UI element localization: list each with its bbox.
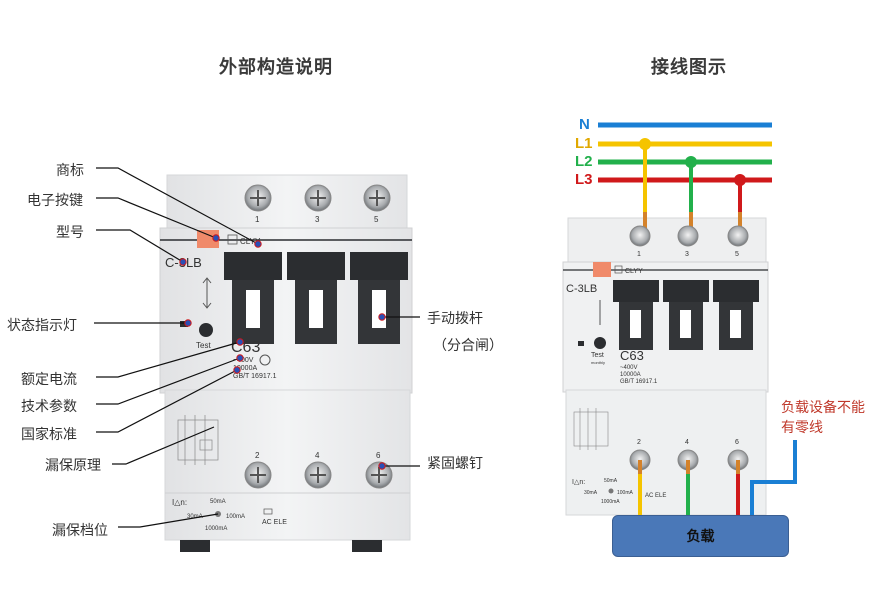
terminal-top-1: 1 (255, 215, 260, 224)
svg-text:30mA: 30mA (584, 490, 598, 496)
callout-national-standard: 国家标准 (21, 427, 77, 443)
callout-leakage-level: 漏保档位 (52, 523, 108, 539)
line-label-n: N (579, 116, 590, 133)
callout-manual-lever: 手动拨杆 (427, 311, 483, 327)
heading-external-structure: 外部构造说明 (219, 57, 333, 78)
svg-text:AC ELE: AC ELE (645, 493, 666, 499)
svg-text:100mA: 100mA (617, 490, 634, 496)
line-label-l2: L2 (575, 153, 593, 170)
svg-text:GB/T 16917.1: GB/T 16917.1 (233, 373, 277, 380)
terminal-top-3: 3 (315, 215, 320, 224)
svg-text:2: 2 (637, 439, 641, 446)
svg-text:C-3LB: C-3LB (566, 283, 597, 295)
svg-text:4: 4 (315, 451, 320, 460)
svg-text:50mA: 50mA (210, 499, 226, 505)
leakage-principle-diagram (177, 415, 219, 465)
leak-title: I△n: (172, 498, 187, 507)
line-label-l1: L1 (575, 135, 593, 152)
svg-text:~400V: ~400V (620, 365, 638, 371)
svg-text:4: 4 (685, 439, 689, 446)
svg-text:AC ELE: AC ELE (262, 519, 287, 526)
callout-model: 型号 (56, 225, 84, 241)
svg-text:CLYY: CLYY (625, 268, 643, 275)
callout-electronic-button: 电子按键 (27, 193, 83, 209)
callout-rated-current: 额定电流 (21, 372, 77, 388)
warning-text: 负载设备不能有零线 (781, 400, 865, 436)
svg-text:monthly: monthly (591, 360, 605, 365)
terminal-top-5: 5 (374, 215, 379, 224)
svg-text:1000mA: 1000mA (205, 526, 227, 532)
svg-text:GB/T 16917.1: GB/T 16917.1 (620, 379, 658, 385)
callout-brand: 商标 (56, 163, 84, 179)
device-lower-body (164, 389, 411, 541)
bottom-screws (244, 461, 393, 489)
svg-text:6: 6 (376, 451, 381, 460)
electronic-button (197, 230, 219, 248)
callout-manual-lever-sub: （分合闸） (433, 338, 503, 354)
test-button (199, 323, 213, 337)
callout-leader-lines (94, 167, 420, 528)
status-indicator-light (180, 321, 188, 327)
svg-text:~400V: ~400V (233, 357, 254, 364)
svg-text:100mA: 100mA (226, 514, 245, 520)
callout-leakage-principle: 漏保原理 (45, 458, 101, 474)
manual-levers (224, 252, 408, 344)
callout-status-light: 状态指示灯 (7, 318, 77, 334)
callout-fastening-screw: 紧固螺钉 (427, 456, 483, 472)
svg-text:10000A: 10000A (620, 372, 641, 378)
svg-text:1: 1 (637, 251, 641, 258)
heading-wiring-diagram: 接线图示 (651, 57, 727, 78)
line-label-l3: L3 (575, 171, 593, 188)
svg-text:50mA: 50mA (604, 478, 618, 484)
callout-tech-params: 技术参数 (21, 399, 77, 415)
callout-dots (179, 234, 386, 470)
neutral-wire-load (750, 440, 797, 515)
svg-text:5: 5 (735, 251, 739, 258)
top-screws (244, 184, 391, 212)
svg-text:2: 2 (255, 451, 260, 460)
svg-text:1000mA: 1000mA (601, 499, 620, 505)
svg-text:I△n:: I△n: (572, 479, 585, 486)
svg-text:Test: Test (196, 341, 211, 350)
svg-text:10000A: 10000A (233, 365, 257, 372)
svg-text:30mA: 30mA (187, 514, 203, 520)
svg-text:C63: C63 (620, 348, 644, 363)
load-box: 负载 (612, 515, 789, 557)
brand-text: CLYY (240, 237, 261, 246)
svg-text:6: 6 (735, 439, 739, 446)
svg-text:Test: Test (591, 352, 604, 359)
svg-text:3: 3 (685, 251, 689, 258)
